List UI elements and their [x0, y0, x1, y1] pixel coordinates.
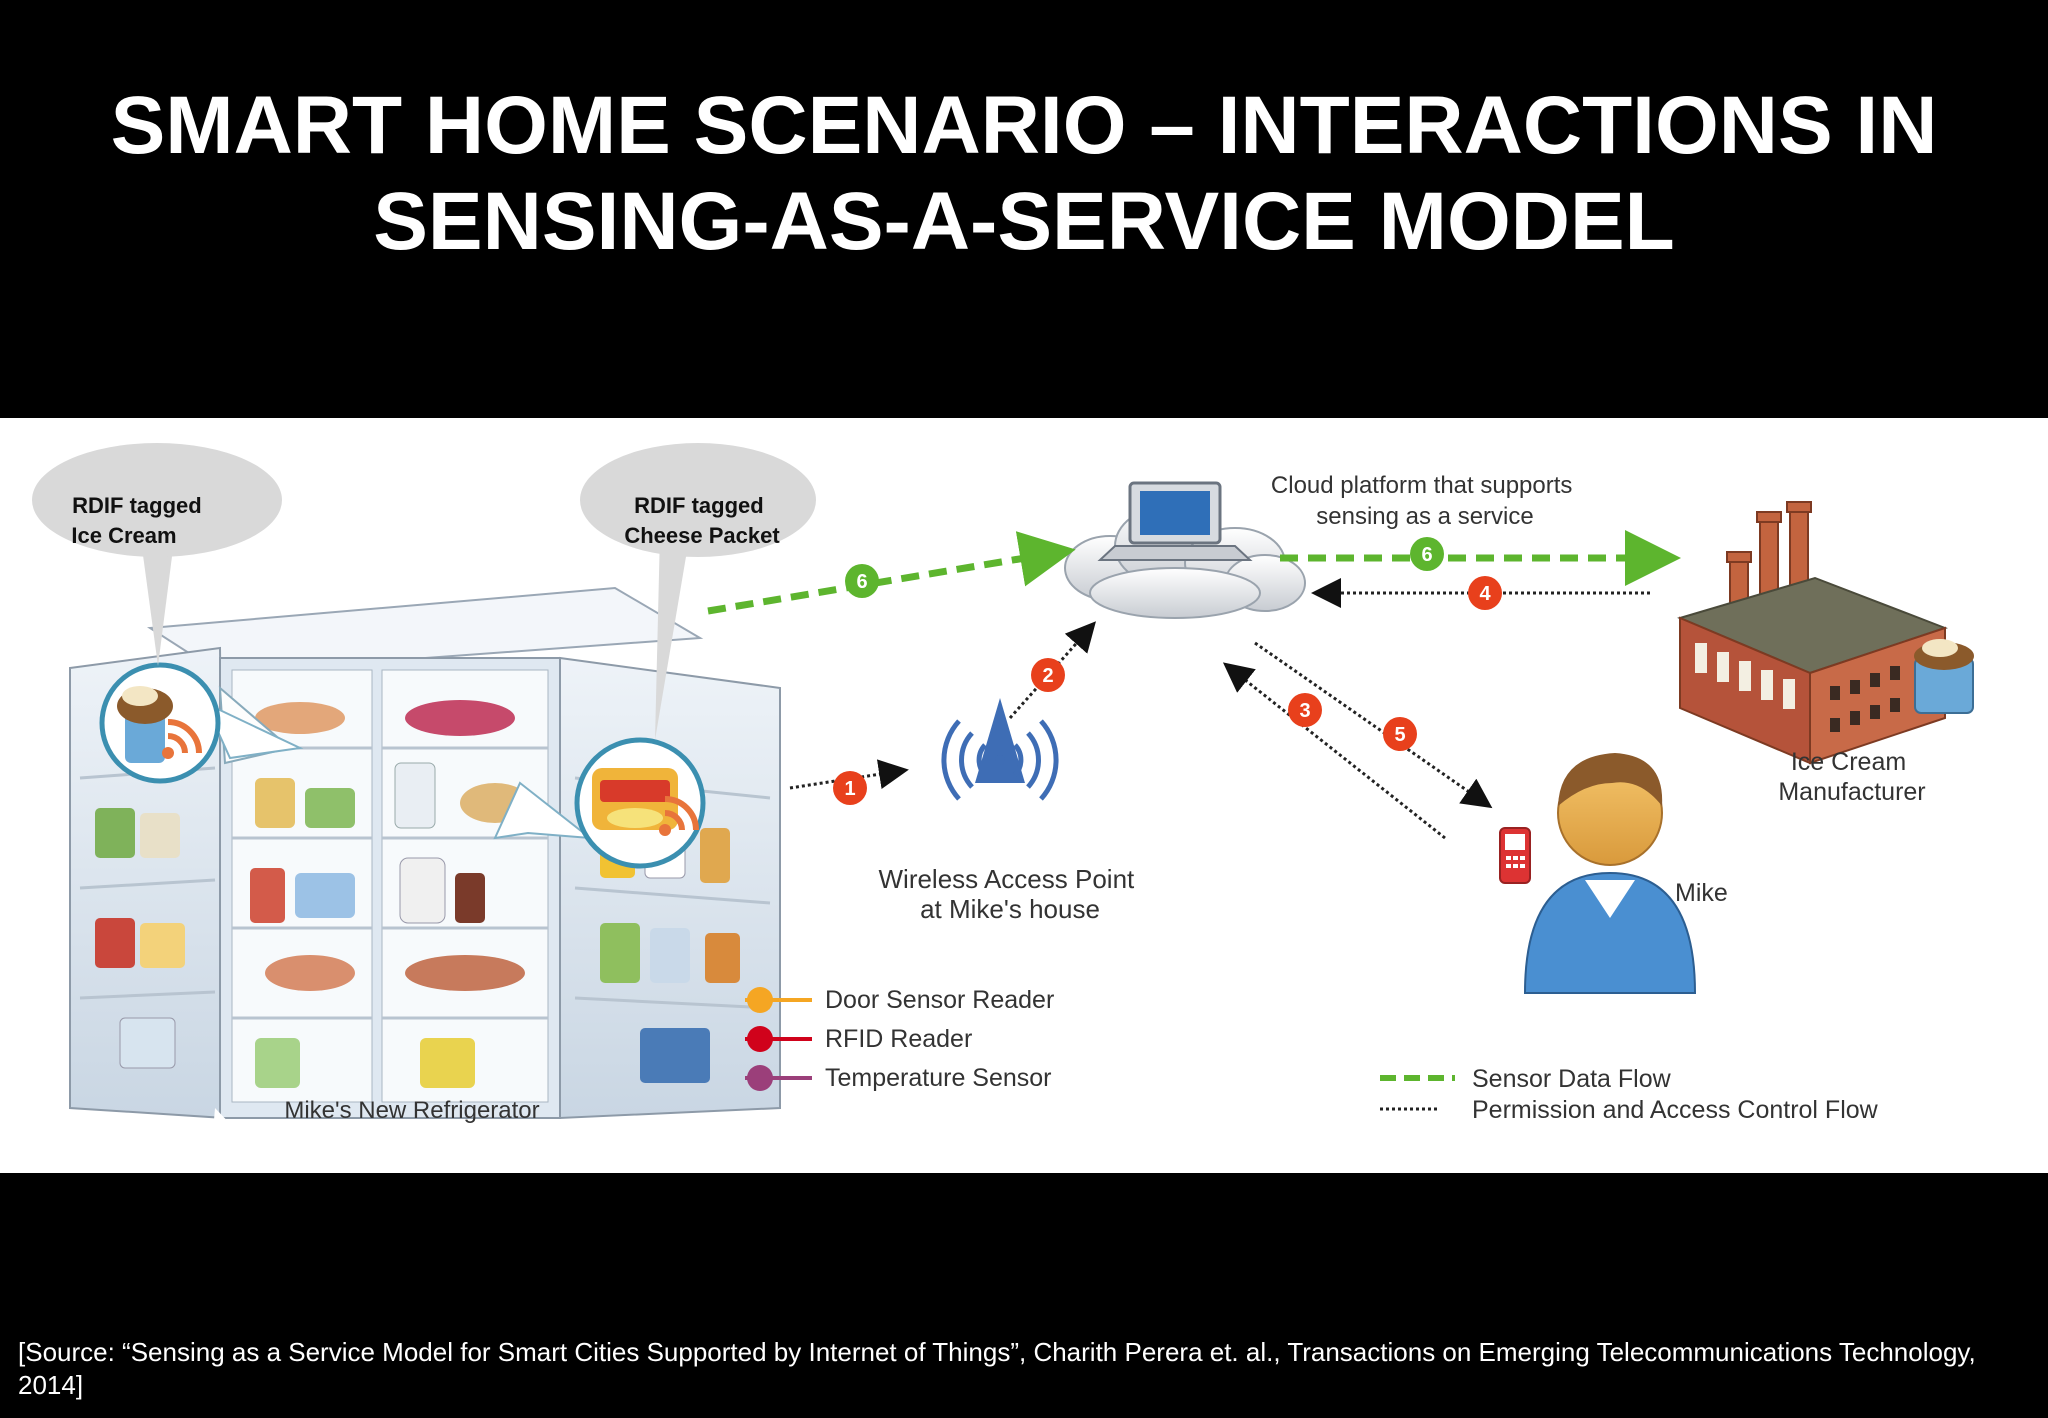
svg-text:6: 6 — [1421, 544, 1432, 566]
svg-text:1: 1 — [844, 778, 855, 800]
cloud-label-line1: Cloud platform that supports — [1271, 472, 1573, 499]
mike-person: Mike — [1523, 753, 1728, 994]
flow-3-mike-to-cloud — [1222, 662, 1446, 840]
slide-title-line2: SENSING-AS-A-SERVICE MODEL — [373, 176, 1675, 267]
sensor-legend: Door Sensor Reader RFID Reader Temperatu… — [745, 986, 1054, 1092]
ice-cream-factory: Ice Cream Manufacturer — [1677, 501, 1974, 806]
cloud-label-line2: sensing as a service — [1316, 503, 1533, 530]
door-sensor-marker — [747, 987, 773, 1013]
smart-home-diagram: RDIF tagged Ice Cream RDIF tagged Cheese… — [32, 443, 1974, 1168]
svg-text:3: 3 — [1299, 700, 1310, 722]
step-badge-4: 4 — [1468, 576, 1502, 610]
permission-flow-legend-label: Permission and Access Control Flow — [1472, 1096, 1879, 1124]
slide-title-line1: SMART HOME SCENARIO – INTERACTIONS IN — [110, 80, 1938, 171]
manufacturer-label-line1: Ice Cream — [1791, 748, 1906, 776]
svg-text:5: 5 — [1394, 724, 1405, 746]
mobile-phone-icon — [1499, 827, 1531, 884]
svg-text:4: 4 — [1479, 583, 1491, 605]
antenna-icon — [975, 698, 1025, 783]
flow-5-cloud-to-mike — [1254, 641, 1493, 809]
rfid-reader-label: RFID Reader — [825, 1025, 972, 1053]
access-point-label-line2: at Mike's house — [920, 894, 1100, 924]
ice-cream-tub-icon — [1914, 639, 1974, 714]
svg-text:RDIF tagged Ice Cream: RDIF tagged Ice Cream — [71, 493, 207, 548]
wifi-waves-icon — [941, 719, 1059, 801]
laptop-icon — [1097, 481, 1253, 561]
step-badge-2: 2 — [1031, 658, 1065, 692]
rfid-tag-icon — [659, 796, 699, 836]
flow-legend: Sensor Data Flow Permission and Access C… — [1380, 1065, 1879, 1124]
rfid-tag-icon — [162, 719, 202, 759]
door-sensor-label: Door Sensor Reader — [825, 986, 1054, 1014]
step-badge-3: 3 — [1288, 693, 1322, 727]
svg-text:Cloud platform that supports: Cloud platform that supports sensing as … — [1271, 472, 1579, 530]
ice-cream-tag-zoom — [210, 1108, 258, 1168]
access-point-label-line1: Wireless Access Point — [879, 864, 1136, 894]
sensor-flow-legend-label: Sensor Data Flow — [1472, 1065, 1672, 1093]
wireless-access-point: Wireless Access Point at Mike's house — [879, 698, 1142, 924]
temperature-sensor-marker — [747, 1065, 773, 1091]
svg-text:Ice Cream Manufacturer: Ice Cream Manufacturer — [1778, 748, 1925, 806]
svg-text:Wireless Access Point at: Wireless Access Point at Mike's house — [879, 864, 1142, 924]
step-badge-6-fridge: 6 — [845, 564, 879, 598]
ice-cream-bubble-line1: RDIF tagged — [72, 493, 202, 518]
step-badge-6-factory: 6 — [1410, 537, 1444, 571]
slide-title: SMART HOME SCENARIO – INTERACTIONS IN SE… — [0, 78, 2048, 270]
source-citation: [Source: “Sensing as a Service Model for… — [18, 1337, 1976, 1400]
ice-cream-zoom-circle — [99, 662, 304, 784]
cheese-packet-zoom-circle — [493, 737, 706, 869]
step-badge-1: 1 — [833, 771, 867, 805]
svg-text:6: 6 — [856, 571, 867, 593]
svg-text:RDIF tagged Cheese Packe: RDIF tagged Cheese Packet — [624, 493, 780, 548]
manufacturer-label-line2: Manufacturer — [1778, 778, 1925, 806]
refrigerator-label: Mike's New Refrigerator — [284, 1097, 539, 1124]
sensor-flow-fridge-to-cloud — [707, 531, 1076, 615]
temperature-sensor-label: Temperature Sensor — [825, 1064, 1052, 1092]
ice-cream-callout-bubble: RDIF tagged Ice Cream — [32, 443, 282, 666]
mike-label: Mike — [1675, 879, 1728, 907]
cheese-bubble-line1: RDIF tagged — [634, 493, 764, 518]
ice-cream-bubble-line2: Ice Cream — [71, 523, 176, 548]
cloud-platform: Cloud platform that supports sensing as … — [1064, 472, 1579, 619]
rfid-reader-marker — [747, 1026, 773, 1052]
cheese-bubble-line2: Cheese Packet — [624, 523, 780, 548]
diagram-panel: RDIF tagged Ice Cream RDIF tagged Cheese… — [0, 418, 2048, 1173]
step-badge-5: 5 — [1383, 717, 1417, 751]
svg-text:2: 2 — [1042, 665, 1053, 687]
cheese-callout-bubble: RDIF tagged Cheese Packet — [580, 443, 816, 740]
